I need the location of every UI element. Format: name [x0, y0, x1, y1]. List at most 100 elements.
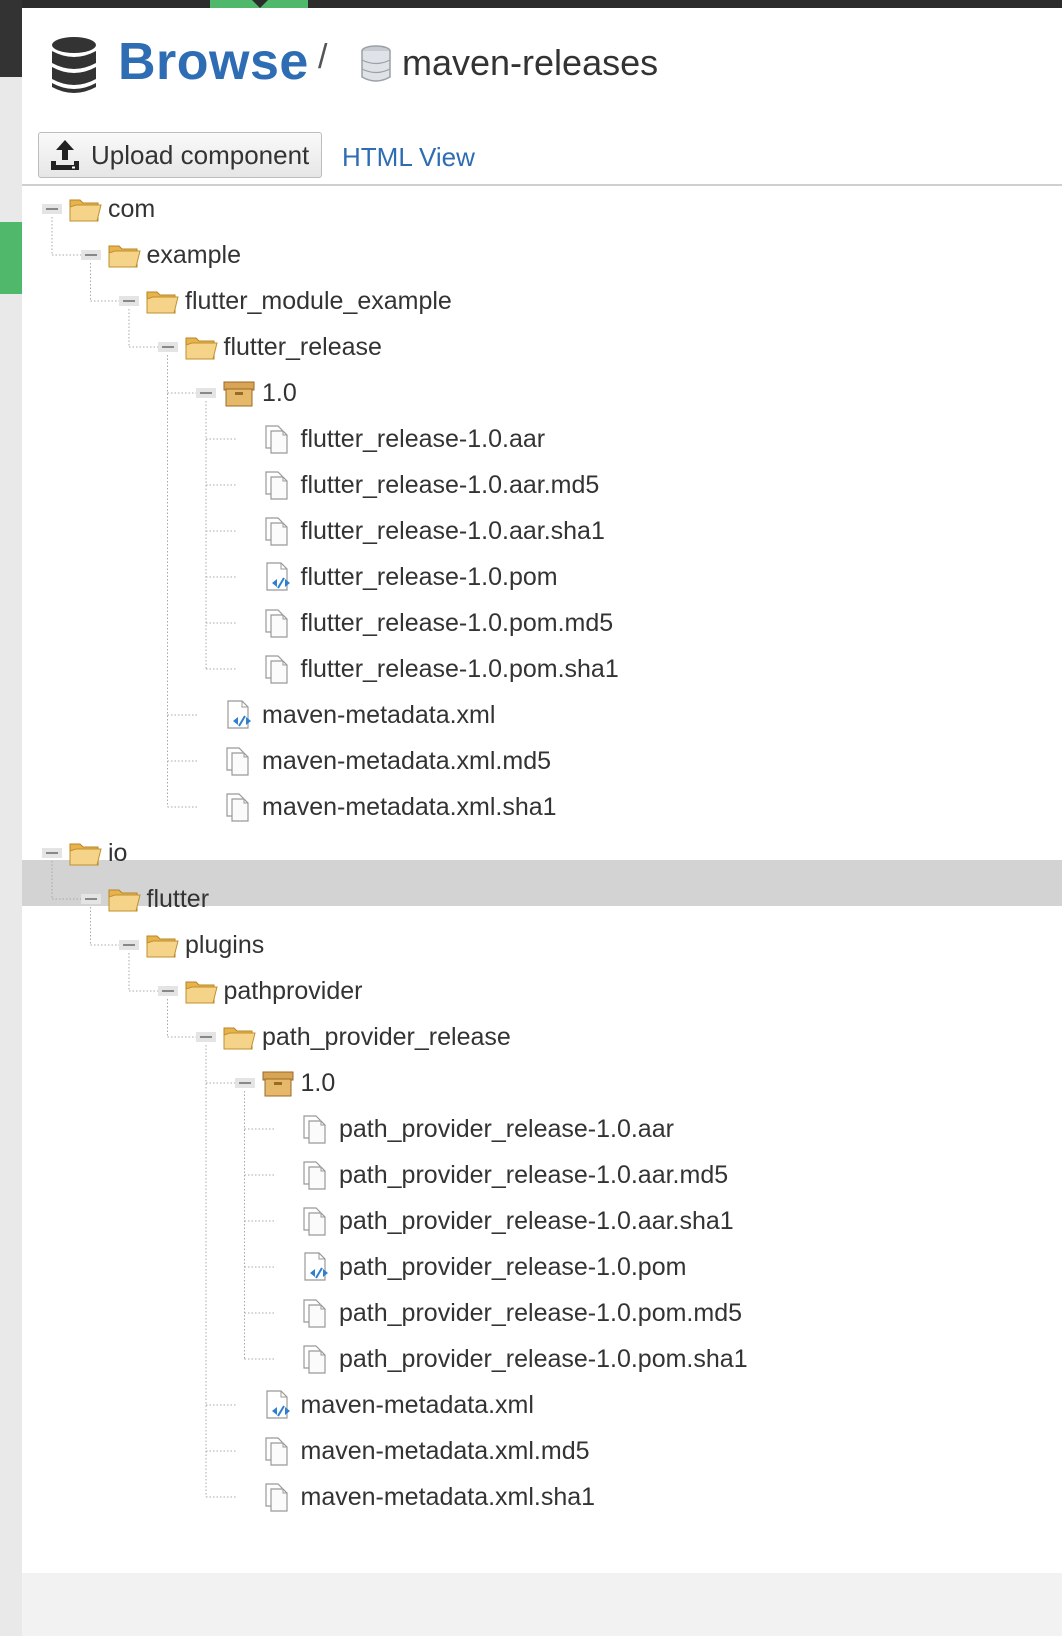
collapse-toggle-icon[interactable]: [118, 290, 140, 312]
file-copy-icon: [299, 1158, 333, 1192]
tree-file-node[interactable]: path_provider_release-1.0.aar: [299, 1106, 674, 1152]
xml-file-icon: [261, 1388, 295, 1422]
tree-folder-node[interactable]: flutter_release: [184, 324, 382, 370]
tree-node-label: flutter_release-1.0.pom.md5: [300, 608, 614, 637]
tree-file-node[interactable]: flutter_release-1.0.aar: [261, 416, 546, 462]
upload-component-button[interactable]: Upload component: [38, 132, 322, 178]
file-copy-icon: [261, 606, 295, 640]
tree-node-label: example: [146, 240, 242, 269]
tree-file-node[interactable]: maven-metadata.xml: [261, 1382, 534, 1428]
tree-version-node[interactable]: 1.0: [222, 370, 297, 416]
tree-node-label: flutter_release-1.0.pom.sha1: [300, 654, 619, 683]
tree-folder-node[interactable]: flutter: [107, 876, 210, 922]
collapse-toggle-icon[interactable]: [157, 336, 179, 358]
tree-node-label: maven-metadata.xml.sha1: [300, 1482, 596, 1511]
file-copy-icon: [261, 652, 295, 686]
tree-file-node[interactable]: flutter_release-1.0.aar.sha1: [261, 508, 605, 554]
html-view-link[interactable]: HTML View: [342, 142, 475, 172]
folder-open-icon: [222, 1020, 256, 1054]
tree-node-label: flutter_release-1.0.aar.sha1: [300, 516, 605, 545]
package-icon: [261, 1066, 295, 1100]
file-copy-icon: [261, 422, 295, 456]
tree-file-node[interactable]: maven-metadata.xml.sha1: [261, 1474, 596, 1520]
tree-node-label: path_provider_release-1.0.pom.sha1: [339, 1344, 748, 1373]
tree-node-label: path_provider_release-1.0.pom.md5: [339, 1298, 743, 1327]
page-title[interactable]: Browse: [118, 33, 309, 91]
collapse-toggle-icon[interactable]: [80, 888, 102, 910]
tree-file-node[interactable]: flutter_release-1.0.pom.sha1: [261, 646, 619, 692]
tree-file-node[interactable]: path_provider_release-1.0.aar.sha1: [299, 1198, 734, 1244]
tree-node-label: pathprovider: [223, 976, 363, 1005]
tree-file-node[interactable]: path_provider_release-1.0.pom.sha1: [299, 1336, 748, 1382]
browse-panel: Browse / maven-releases Upload component…: [22, 8, 1062, 1573]
collapse-toggle-icon[interactable]: [118, 934, 140, 956]
folder-open-icon: [68, 192, 102, 226]
folder-open-icon: [184, 330, 218, 364]
upload-icon: [51, 140, 79, 170]
repository-icon: [361, 45, 391, 82]
tree-file-node[interactable]: maven-metadata.xml.md5: [222, 738, 551, 784]
file-copy-icon: [299, 1204, 333, 1238]
sidebar-dark-block: [0, 0, 22, 77]
breadcrumb-separator: /: [318, 38, 328, 76]
collapse-toggle-icon[interactable]: [41, 842, 63, 864]
tree-file-node[interactable]: maven-metadata.xml.sha1: [222, 784, 557, 830]
tree-folder-node[interactable]: pathprovider: [184, 968, 363, 1014]
tree-file-node[interactable]: flutter_release-1.0.aar.md5: [261, 462, 600, 508]
top-navigation-bar: [22, 0, 1062, 8]
folder-open-icon: [145, 928, 179, 962]
folder-open-icon: [145, 284, 179, 318]
collapse-toggle-icon[interactable]: [157, 980, 179, 1002]
tree-node-label: flutter_module_example: [185, 286, 452, 315]
collapse-toggle-icon[interactable]: [41, 198, 63, 220]
tree-file-node[interactable]: path_provider_release-1.0.pom: [299, 1244, 686, 1290]
tree-node-label: 1.0: [262, 378, 297, 407]
xml-file-icon: [261, 560, 295, 594]
file-copy-icon: [222, 790, 256, 824]
tree-node-label: maven-metadata.xml.sha1: [262, 792, 557, 821]
tree-connector-lines: [42, 208, 275, 1498]
tree-folder-node[interactable]: path_provider_release: [222, 1014, 511, 1060]
tree-node-label: maven-metadata.xml.md5: [262, 746, 552, 775]
tree-file-node[interactable]: path_provider_release-1.0.aar.md5: [299, 1152, 728, 1198]
panel-footer: [22, 1573, 1062, 1636]
file-copy-icon: [299, 1296, 333, 1330]
tree-file-node[interactable]: maven-metadata.xml.md5: [261, 1428, 590, 1474]
tab-notch: [252, 0, 268, 8]
tree-node-label: 1.0: [300, 1068, 336, 1097]
tree-folder-node[interactable]: com: [68, 186, 155, 232]
collapse-toggle-icon[interactable]: [195, 382, 217, 404]
tree-file-node[interactable]: flutter_release-1.0.pom: [261, 554, 558, 600]
file-copy-icon: [261, 1434, 295, 1468]
tree-node-label: path_provider_release-1.0.aar: [339, 1114, 674, 1143]
tree-folder-node[interactable]: plugins: [145, 922, 264, 968]
tree-file-node[interactable]: path_provider_release-1.0.pom.md5: [299, 1290, 742, 1336]
tree-node-label: flutter_release-1.0.aar: [300, 424, 546, 453]
tree-node-label: flutter: [146, 884, 210, 913]
tree-node-label: flutter_release-1.0.aar.md5: [300, 470, 600, 499]
tree-version-node[interactable]: 1.0: [261, 1060, 336, 1106]
tree-node-label: io: [108, 838, 128, 867]
xml-file-icon: [299, 1250, 333, 1284]
tree-node-label: maven-metadata.xml: [300, 1390, 534, 1419]
tree-node-label: path_provider_release-1.0.aar.sha1: [339, 1206, 734, 1235]
tree-folder-node[interactable]: io: [68, 830, 127, 876]
tree-file-node[interactable]: flutter_release-1.0.pom.md5: [261, 600, 614, 646]
collapse-toggle-icon[interactable]: [80, 244, 102, 266]
tree-node-label: com: [108, 194, 156, 223]
page-header: Browse / maven-releases: [22, 8, 1062, 118]
tree-folder-node[interactable]: flutter_module_example: [145, 278, 452, 324]
tree-node-label: plugins: [185, 930, 265, 959]
folder-open-icon: [107, 882, 141, 916]
collapse-toggle-icon[interactable]: [234, 1072, 256, 1094]
selected-row-highlight: [22, 860, 1062, 906]
component-tree: com example flutter_module_example flutter_…: [22, 186, 1062, 1576]
tree-file-node[interactable]: maven-metadata.xml: [222, 692, 495, 738]
tree-folder-node[interactable]: example: [107, 232, 242, 278]
collapse-toggle-icon[interactable]: [195, 1026, 217, 1048]
file-copy-icon: [299, 1342, 333, 1376]
app-sidebar-strip: [0, 0, 22, 1636]
tree-node-label: flutter_release: [223, 332, 382, 361]
tree-node-label: path_provider_release-1.0.aar.md5: [339, 1160, 729, 1189]
tree-node-label: flutter_release-1.0.pom: [300, 562, 558, 591]
